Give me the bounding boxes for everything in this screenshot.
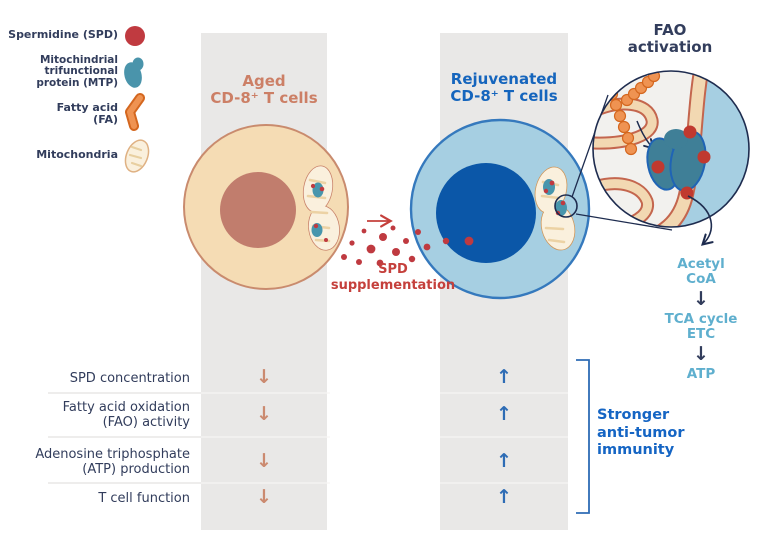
aged-decrease-arrow: ↓ bbox=[256, 486, 272, 508]
pathway-down-arrow-icon: ↓ bbox=[693, 343, 709, 366]
table-row-label: Fatty acid oxidation (FAO) activity bbox=[62, 400, 190, 431]
spd-supplementation-label: SPD supplementation bbox=[330, 262, 456, 293]
aged-cells-title: Aged CD-8⁺ T cells bbox=[210, 72, 318, 108]
legend-label-spermidine: Spermidine (SPD) bbox=[8, 28, 118, 41]
legend-label-fatty-acid: Fatty acid (FA) bbox=[56, 101, 118, 127]
rejuvenated-increase-arrow: ↑ bbox=[496, 366, 512, 388]
rejuvenated-nucleus bbox=[436, 163, 536, 263]
legend-label-mitochondria: Mitochondria bbox=[36, 148, 118, 161]
spermidine-icon bbox=[125, 26, 145, 46]
table-row-label: SPD concentration bbox=[69, 371, 190, 386]
spd-dots-trail bbox=[324, 225, 474, 267]
aged-tcell bbox=[183, 124, 349, 290]
metabolic-pathway: Acetyl CoA ↓ TCA cycle ETC ↓ ATP bbox=[651, 256, 751, 383]
rejuvenated-tcell bbox=[409, 118, 591, 300]
table-dividers bbox=[48, 392, 568, 484]
pathway-down-arrow-icon: ↓ bbox=[693, 288, 709, 311]
mtp-icon bbox=[124, 57, 144, 88]
aged-decrease-arrow: ↓ bbox=[256, 366, 272, 388]
stronger-immunity-label: Stronger anti-tumor immunity bbox=[597, 407, 685, 459]
legend-label-mtp: Mitochindrial trifunctional protein (MTP… bbox=[36, 54, 118, 89]
rejuvenated-cells-title: Rejuvenated CD-8⁺ T cells bbox=[450, 70, 558, 106]
aged-mitochondria bbox=[302, 165, 340, 251]
table-row-label: T cell function bbox=[98, 491, 190, 506]
fao-to-acetyl-arrow bbox=[687, 195, 714, 246]
table-row-label: Adenosine triphosphate (ATP) production bbox=[35, 447, 190, 478]
fatty-acid-icon bbox=[125, 93, 145, 131]
fao-zoom-circle bbox=[592, 70, 750, 228]
spd-on-mtp bbox=[651, 125, 711, 200]
rejuvenated-increase-arrow: ↑ bbox=[496, 486, 512, 508]
magnifier-circle-icon bbox=[554, 194, 578, 218]
rejuvenated-mitochondria bbox=[534, 166, 576, 251]
aged-nucleus bbox=[220, 172, 296, 248]
mitochondria-icon bbox=[124, 139, 150, 173]
pathway-step-acetyl-coa: Acetyl CoA bbox=[677, 256, 725, 288]
fatty-acid-chains bbox=[605, 71, 661, 156]
outcome-bracket bbox=[576, 359, 590, 514]
pathway-step-tca-etc: TCA cycle ETC bbox=[664, 311, 738, 343]
mtp-protein bbox=[312, 182, 324, 198]
rejuvenated-increase-arrow: ↑ bbox=[496, 450, 512, 472]
rejuvenated-increase-arrow: ↑ bbox=[496, 403, 512, 425]
aged-decrease-arrow: ↓ bbox=[256, 403, 272, 425]
aged-decrease-arrow: ↓ bbox=[256, 450, 272, 472]
pathway-step-atp: ATP bbox=[686, 366, 716, 383]
fao-activation-title: FAO activation bbox=[627, 21, 713, 57]
